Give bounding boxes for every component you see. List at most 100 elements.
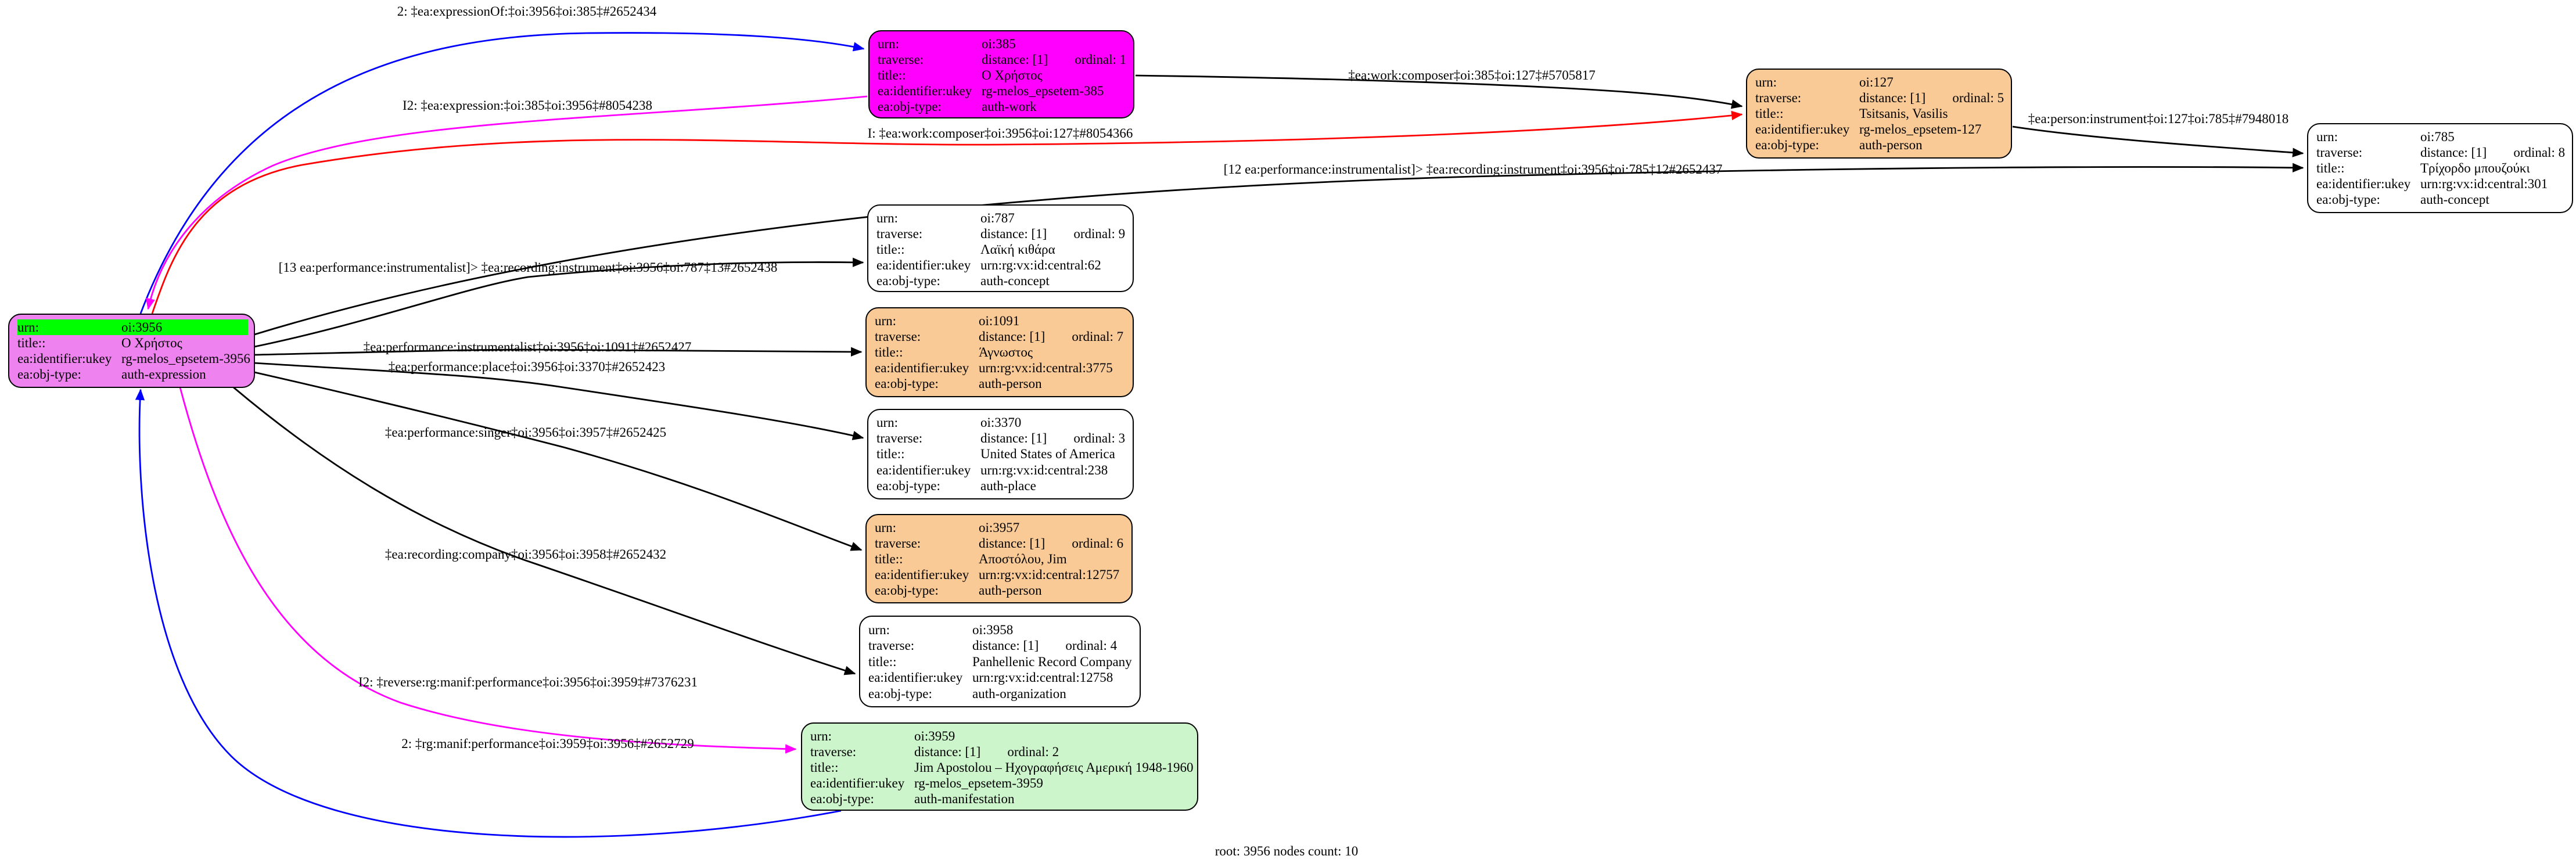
- node-row: ea:obj-type:auth-person: [875, 376, 1127, 391]
- row-key: urn:: [876, 415, 899, 430]
- edge-reverse-rg-manif-performance: [179, 387, 797, 754]
- row-key: title::: [1755, 106, 1784, 121]
- node-row: title::Panhellenic Record Company: [868, 654, 1134, 670]
- row-value: auth-work: [982, 99, 1037, 114]
- row-key: traverse:: [876, 226, 923, 241]
- edge-ea-expressionOf: [139, 32, 865, 314]
- row-key: ea:identifier:ukey: [876, 258, 971, 272]
- edge-label: 2: ‡rg:manif:performance‡oi:3959‡oi:3956…: [401, 736, 694, 751]
- row-value-distance: distance: [1]: [982, 52, 1048, 67]
- node-row: urn: oi:1091: [875, 313, 1127, 329]
- edge-ea-work-composer: [1135, 74, 1743, 109]
- node-row: ea:obj-type:auth-organization: [868, 686, 1134, 702]
- row-key: ea:obj-type:: [1755, 138, 1819, 152]
- row-value: oi:3370: [980, 415, 1022, 430]
- node-row: title::Άγνωστος: [875, 344, 1127, 360]
- edge-ea-recording-instrument-787: [254, 257, 864, 348]
- row-key: traverse:: [875, 536, 921, 551]
- row-value: auth-manifestation: [914, 792, 1015, 806]
- node-row: urn:oi:3959: [810, 728, 1191, 744]
- node-row: urn: oi:3370: [876, 415, 1127, 430]
- edge-label: ‡ea:performance:instrumentalist‡oi:3956‡…: [363, 340, 692, 354]
- edge-label: [13 ea:performance:instrumentalist]> ‡ea…: [278, 260, 778, 275]
- edge-ea-work-composer-from-root: [151, 110, 1743, 314]
- node-row: title::Τρίχορδο μπουζούκι: [2316, 160, 2566, 176]
- row-value-ordinal: ordinal: 7: [1072, 329, 1124, 344]
- row-key: traverse:: [1755, 91, 1802, 105]
- edge-label: ‡ea:work:composer‡oi:385‡oi:127‡#5705817: [1348, 68, 1596, 82]
- row-value-distance: distance: [1]: [980, 226, 1047, 241]
- node-row: ea:obj-type:auth-place: [876, 478, 1127, 494]
- node-row: traverse:distance: [1]ordinal: 3: [876, 430, 1127, 446]
- row-value: Panhellenic Record Company: [972, 654, 1132, 669]
- row-key: title::: [876, 447, 905, 462]
- row-key: ea:obj-type:: [876, 478, 940, 493]
- row-key: ea:identifier:ukey: [1755, 122, 1850, 136]
- row-value-distance: distance: [1]: [2420, 145, 2487, 160]
- row-value: urn:rg:vx:id:central:62: [980, 258, 1101, 272]
- row-value: Αποστόλου, Jim: [979, 552, 1067, 566]
- row-value: Λαϊκή κιθάρα: [980, 242, 1055, 257]
- row-value: urn:rg:vx:id:central:12757: [979, 567, 1120, 582]
- row-key: title::: [17, 336, 46, 350]
- edge-ea-person-instrument: [2012, 125, 2304, 157]
- row-key: ea:identifier:ukey: [17, 351, 112, 366]
- row-value: oi:3957: [979, 520, 1020, 535]
- edge-ea-recording-instrument-785: [254, 163, 2304, 336]
- node-row: ea:identifier:ukey urn:rg:vx:id:central:6…: [876, 257, 1127, 273]
- node-row: title::Jim Apostolou – Ηχογραφήσεις Αμερ…: [810, 760, 1194, 775]
- row-value-ordinal: ordinal: 1: [1075, 52, 1127, 67]
- row-key: traverse:: [2316, 145, 2363, 160]
- node-row: ea:obj-type:auth-person: [1755, 137, 2005, 153]
- node-row: urn:oi:787: [876, 210, 1127, 226]
- node-row: urn:oi:385: [878, 36, 1127, 52]
- edge-ea-performance-place: [254, 362, 864, 440]
- row-value: Τρίχορδο μπουζούκι: [2420, 161, 2530, 175]
- node-row: traverse:distance: [1]ordinal: 1: [878, 52, 1127, 67]
- row-value: auth-concept: [980, 274, 1050, 288]
- row-key: urn:: [868, 622, 890, 637]
- row-key: ea:obj-type:: [17, 367, 81, 382]
- row-key: title::: [878, 68, 906, 82]
- row-value: Tsitsanis, Vasilis: [1859, 106, 1948, 121]
- row-key: ea:identifier:ukey: [810, 776, 905, 790]
- row-value: oi:1091: [979, 314, 1020, 328]
- row-value: urn:rg:vx:id:central:12758: [972, 670, 1113, 685]
- node-row: title::Λαϊκή κιθάρα: [876, 242, 1127, 257]
- row-key: urn:: [875, 520, 897, 535]
- row-value: oi:385: [982, 37, 1016, 51]
- row-value: auth-person: [979, 583, 1042, 598]
- row-value-ordinal: ordinal: 4: [1065, 638, 1118, 653]
- row-value: Ο Χρήστος: [121, 336, 182, 350]
- row-value: auth-organization: [972, 686, 1066, 701]
- node-row: urn: oi:3957: [875, 520, 1126, 535]
- row-value: Άγνωστος: [979, 345, 1033, 359]
- row-value: Jim Apostolou – Ηχογραφήσεις Αμερική 194…: [914, 760, 1194, 775]
- row-value: rg-melos_epsetem-3959: [914, 776, 1043, 790]
- node-row: title::United States of America: [876, 446, 1127, 462]
- row-key: ea:obj-type:: [876, 274, 940, 288]
- edge-label: ‡ea:recording:company‡oi:3956‡oi:3958‡#2…: [385, 547, 667, 562]
- row-value: oi:3956: [121, 320, 163, 335]
- row-value-ordinal: ordinal: 2: [1007, 745, 1059, 759]
- node-row: urn:oi:785: [2316, 129, 2566, 145]
- row-key: traverse:: [868, 638, 915, 653]
- row-key: urn:: [875, 314, 897, 328]
- edge-label: I2: ‡ea:expression:‡oi:385‡oi:3956‡#8054…: [403, 98, 652, 113]
- row-key: ea:identifier:ukey: [868, 670, 963, 685]
- node-row: title::Tsitsanis, Vasilis: [1755, 106, 2005, 121]
